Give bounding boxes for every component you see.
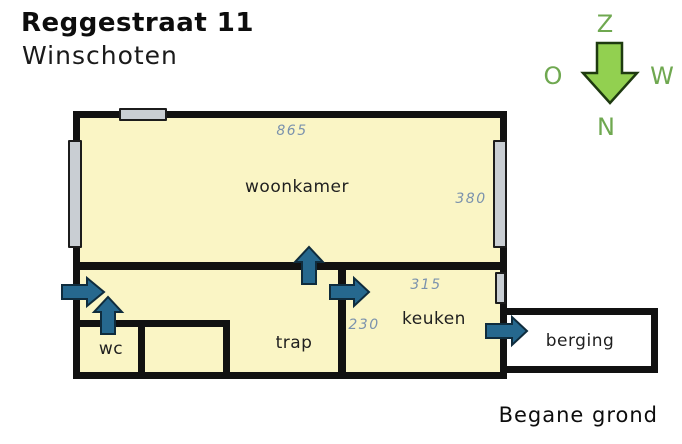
wall-wc-top	[78, 320, 230, 327]
room-label-berging: berging	[545, 331, 615, 351]
window-right-wall	[493, 140, 507, 248]
dimension-woonkamer-width: 865	[276, 123, 308, 139]
window-top-wall	[119, 108, 167, 121]
room-berging-outline	[500, 308, 658, 373]
wall-woonkamer-bottom	[76, 262, 504, 270]
wall-closet-right	[223, 324, 230, 376]
dimension-keuken-width: 315	[410, 277, 442, 293]
room-label-trap: trap	[275, 333, 313, 353]
floor-name-label: Begane grond	[498, 403, 658, 427]
compass-east-label: O	[543, 62, 563, 90]
room-label-wc: wc	[98, 339, 124, 359]
entrance-arrow-icon	[61, 275, 106, 309]
woonkamer-door-arrow-icon	[292, 245, 326, 285]
door-keuken-right-wall	[495, 272, 506, 304]
room-label-keuken: keuken	[402, 309, 466, 329]
compass-arrow-down-icon	[580, 41, 640, 105]
compass-south-label: Z	[596, 10, 614, 38]
page-title: Reggestraat 11	[21, 8, 254, 38]
berging-door-arrow-icon	[485, 314, 529, 348]
compass-west-label: W	[650, 62, 674, 90]
room-label-woonkamer: woonkamer	[245, 177, 349, 197]
window-left-wall	[68, 140, 82, 248]
page-subtitle: Winschoten	[22, 41, 178, 70]
wall-wc-divider	[138, 324, 145, 376]
wc-door-arrow-icon	[91, 295, 125, 335]
dimension-keuken-depth: 230	[348, 317, 380, 333]
dimension-woonkamer-depth: 380	[455, 191, 487, 207]
keuken-door-arrow-icon	[329, 275, 371, 309]
wall-keuken-left	[338, 266, 346, 376]
compass-north-label: N	[597, 113, 615, 141]
